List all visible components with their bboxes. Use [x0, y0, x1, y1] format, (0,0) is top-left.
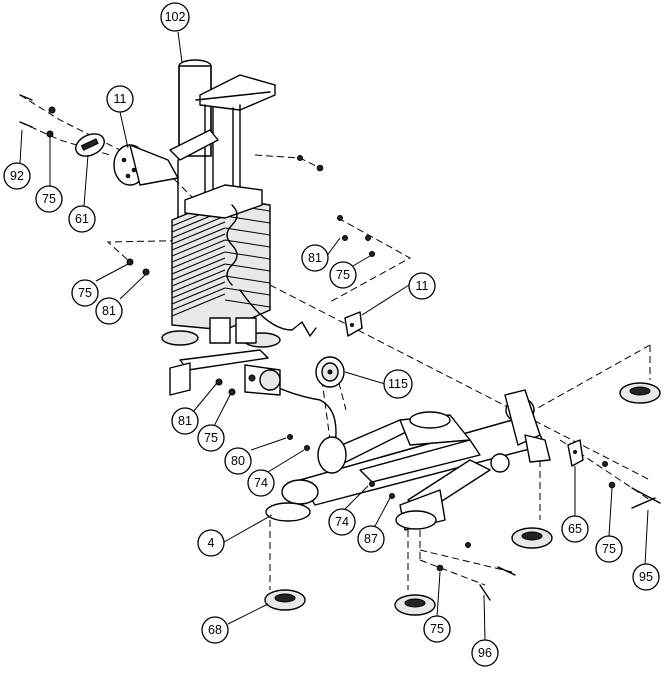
callout-81-right: 81 [301, 244, 329, 272]
callout-80-label: 80 [231, 454, 245, 468]
callout-81-right-label: 81 [308, 251, 322, 265]
callout-95-label: 95 [639, 570, 653, 584]
callout-4-label: 4 [208, 536, 215, 550]
callout-102: 102 [160, 2, 190, 32]
callout-11-upper-label: 11 [114, 92, 127, 106]
callout-81-front: 81 [171, 407, 199, 435]
weight-stack-tower [161, 59, 281, 348]
callout-92: 92 [3, 162, 31, 190]
callout-74-left-label: 74 [254, 476, 268, 490]
callout-65: 65 [561, 515, 589, 543]
callout-11-right: 11 [408, 272, 436, 300]
callout-81-left-label: 81 [102, 304, 116, 318]
callout-96-label: 96 [478, 646, 492, 660]
hardware-92-75-upper [19, 94, 56, 138]
callout-81-left: 81 [95, 297, 123, 325]
part-68-feet [264, 382, 661, 616]
callout-115-label: 115 [388, 377, 408, 391]
callout-61-label: 61 [75, 212, 89, 226]
callout-4: 4 [197, 529, 225, 557]
callout-68: 68 [201, 616, 229, 644]
callouts: 102 11 92 75 61 75 81 81 75 11 115 81 75… [3, 2, 660, 667]
callout-75-far-right: 75 [595, 535, 623, 563]
callout-74-center-label: 74 [335, 515, 349, 529]
hardware-bolts-lower [215, 378, 661, 601]
part-65-bracket [567, 439, 584, 467]
callout-95: 95 [632, 563, 660, 591]
base-frame [169, 349, 551, 531]
callout-87: 87 [357, 525, 385, 553]
callout-68-label: 68 [208, 623, 222, 637]
part-11-bracket-right [344, 311, 363, 337]
callout-115: 115 [383, 369, 413, 399]
callout-75-left: 75 [71, 279, 99, 307]
callout-75-bottom: 75 [423, 615, 451, 643]
callout-75-left-label: 75 [78, 286, 92, 300]
callout-75-upper-left-label: 75 [42, 192, 56, 206]
part-61-plate [75, 133, 105, 157]
part-115-pulley [315, 356, 345, 388]
callout-75-right-label: 75 [336, 268, 350, 282]
callout-92-label: 92 [10, 169, 24, 183]
callout-75-right: 75 [329, 261, 357, 289]
callout-75-bottom-label: 75 [430, 622, 444, 636]
callout-74-left: 74 [247, 469, 275, 497]
callout-81-front-label: 81 [178, 414, 192, 428]
callout-96: 96 [471, 639, 499, 667]
callout-11-right-label: 11 [416, 279, 429, 293]
callout-87-label: 87 [364, 532, 378, 546]
callout-80: 80 [224, 447, 252, 475]
callout-11-upper: 11 [106, 85, 134, 113]
callout-75-far-right-label: 75 [602, 542, 616, 556]
callout-75-front: 75 [197, 424, 225, 452]
callout-65-label: 65 [568, 522, 582, 536]
callout-75-front-label: 75 [204, 431, 218, 445]
hardware-right-tower [126, 155, 375, 276]
callout-102-label: 102 [165, 10, 186, 24]
part-11-bracket-upper [113, 144, 179, 186]
callout-74-center: 74 [328, 508, 356, 536]
callout-61: 61 [68, 205, 96, 233]
callout-75-upper-left: 75 [35, 185, 63, 213]
